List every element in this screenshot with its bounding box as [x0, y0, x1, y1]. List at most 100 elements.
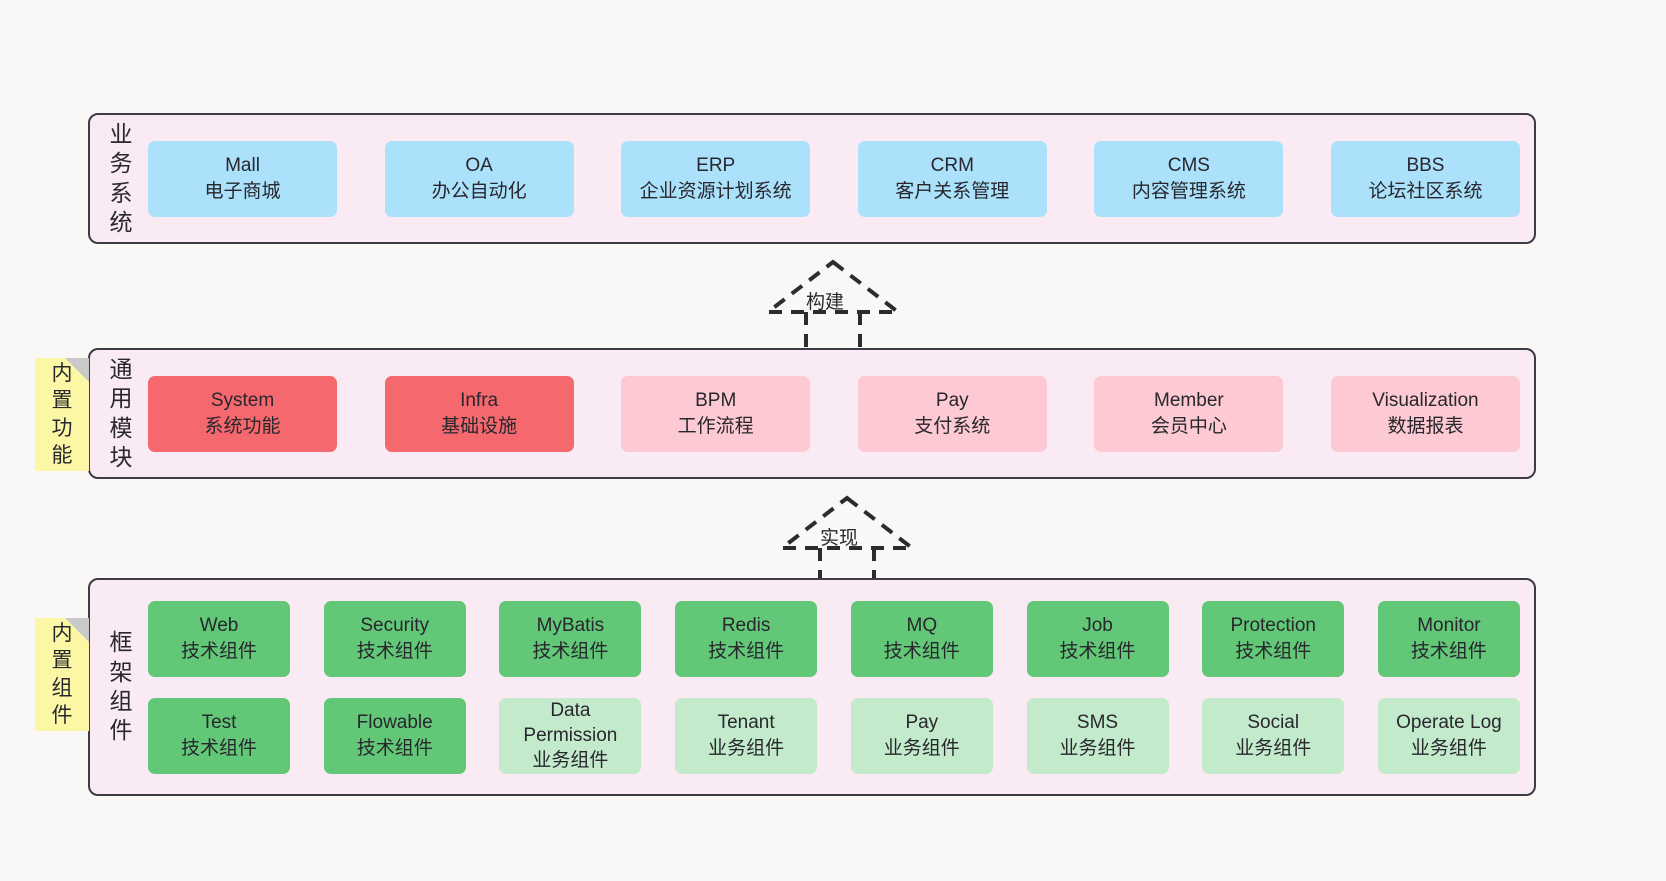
layer-title-char: 组 [109, 688, 133, 714]
card-en-label: BBS [1406, 155, 1445, 177]
card-en-label: OA [465, 155, 493, 177]
card-en-label: Tenant [717, 712, 775, 734]
card-web[interactable]: Web 技术组件 [148, 600, 290, 677]
card-pay[interactable]: Pay 支付系统 [857, 375, 1047, 452]
note-char: 置 [51, 649, 73, 673]
card-en-label: Pay [905, 712, 939, 734]
card-erp[interactable]: ERP 企业资源计划系统 [621, 140, 811, 217]
connector-build: 构建 [748, 256, 918, 352]
card-en-label: Test [201, 712, 237, 734]
card-operate-log[interactable]: Operate Log 业务组件 [1377, 697, 1520, 774]
layer-title-framework-component: 框 架 组 件 [100, 628, 142, 746]
note-builtin-function[interactable]: 内 置 功 能 [35, 358, 89, 471]
card-mq[interactable]: MQ 技术组件 [850, 600, 993, 677]
connector-implement-label: 实现 [820, 528, 859, 549]
card-row: Web 技术组件 Security 技术组件 MyBatis 技术组件 Redi… [148, 600, 1520, 677]
card-en-label: Web [199, 615, 239, 637]
note-char: 能 [51, 443, 73, 467]
card-cn-label: 业务组件 [1410, 737, 1487, 759]
card-en-label: Job [1082, 615, 1113, 637]
layer-title-char: 业 [109, 120, 133, 147]
card-sms[interactable]: SMS 业务组件 [1026, 697, 1169, 774]
layer-title-char: 务 [109, 150, 133, 177]
card-en-label: CRM [930, 155, 974, 177]
card-visualization[interactable]: Visualization 数据报表 [1330, 375, 1520, 452]
card-en-label: CMS [1167, 155, 1210, 177]
card-bbs[interactable]: BBS 论坛社区系统 [1330, 140, 1520, 217]
card-cms[interactable]: CMS 内容管理系统 [1094, 140, 1284, 217]
card-social[interactable]: Social 业务组件 [1202, 697, 1345, 774]
card-cn-label: 业务组件 [883, 737, 960, 759]
note-char: 内 [51, 361, 73, 385]
framework-component-cards: Web 技术组件 Security 技术组件 MyBatis 技术组件 Redi… [142, 580, 1534, 794]
card-cn-label: 技术组件 [356, 640, 433, 662]
business-system-cards: Mall 电子商城 OA 办公自动化 ERP 企业资源计划系统 CRM 客户关系… [142, 115, 1534, 242]
card-bpm[interactable]: BPM 工作流程 [621, 375, 811, 452]
layer-title-common-module: 通 用 模 块 [100, 355, 142, 473]
card-en-label: Data Permission [523, 699, 618, 746]
card-en-label: Redis [721, 615, 771, 637]
layer-title-char: 件 [109, 717, 133, 744]
note-char: 内 [51, 621, 73, 645]
card-cn-label: 业务组件 [1235, 737, 1312, 759]
layer-title-business-system: 业 务 系 统 [100, 120, 142, 238]
card-cn-label: 技术组件 [356, 737, 433, 759]
card-job[interactable]: Job 技术组件 [1026, 600, 1169, 677]
card-en-label: Mall [225, 155, 260, 177]
card-cn-label: 业务组件 [532, 750, 609, 772]
connector-implement: 实现 [762, 492, 932, 588]
card-mall[interactable]: Mall 电子商城 [148, 140, 337, 217]
card-cn-label: 技术组件 [1410, 640, 1487, 662]
card-cn-label: 系统功能 [204, 415, 281, 437]
card-cn-label: 企业资源计划系统 [639, 180, 792, 202]
layer-title-char: 通 [109, 355, 133, 382]
layer-title-char: 框 [109, 629, 133, 656]
card-cn-label: 技术组件 [1235, 640, 1312, 662]
note-char: 功 [51, 416, 73, 440]
card-test[interactable]: Test 技术组件 [148, 697, 290, 774]
card-oa[interactable]: OA 办公自动化 [384, 140, 574, 217]
card-en-label: ERP [696, 155, 736, 177]
card-cn-label: 业务组件 [1059, 737, 1136, 759]
card-security[interactable]: Security 技术组件 [323, 600, 466, 677]
card-en-label: MyBatis [536, 615, 605, 637]
card-infra[interactable]: Infra 基础设施 [384, 375, 574, 452]
card-data-permission[interactable]: Data Permission 业务组件 [499, 697, 642, 774]
card-crm[interactable]: CRM 客户关系管理 [857, 140, 1047, 217]
card-cn-label: 技术组件 [1059, 640, 1136, 662]
layer-title-char: 块 [109, 443, 133, 470]
card-flowable[interactable]: Flowable 技术组件 [323, 697, 466, 774]
card-en-label: Social [1247, 712, 1300, 734]
card-member[interactable]: Member 会员中心 [1094, 375, 1284, 452]
card-en-label: Member [1154, 390, 1224, 412]
card-system[interactable]: System 系统功能 [148, 375, 337, 452]
card-en-label: Flowable [356, 712, 433, 734]
layer-common-module[interactable]: 通 用 模 块 System 系统功能 Infra 基础设施 BPM 工作流程 [88, 348, 1536, 479]
note-char: 组 [51, 676, 73, 700]
layer-framework-component[interactable]: 框 架 组 件 Web 技术组件 Security 技术组件 MyBatis 技… [88, 578, 1536, 796]
card-cn-label: 工作流程 [677, 415, 754, 437]
common-module-cards: System 系统功能 Infra 基础设施 BPM 工作流程 Pay 支付系统… [142, 350, 1534, 477]
card-en-label: Protection [1230, 615, 1316, 637]
note-builtin-component[interactable]: 内 置 组 件 [35, 618, 89, 731]
layer-title-char: 系 [109, 179, 133, 206]
layer-business-system[interactable]: 业 务 系 统 Mall 电子商城 OA 办公自动化 ERP 企业资源计划系统 [88, 113, 1536, 244]
card-en-label: Infra [460, 390, 499, 412]
card-cn-label: 业务组件 [708, 737, 785, 759]
layer-title-char: 模 [109, 414, 133, 441]
card-en-label: Operate Log [1396, 712, 1502, 734]
note-char: 件 [51, 703, 73, 727]
card-cn-label: 论坛社区系统 [1368, 180, 1483, 202]
layer-title-char: 架 [109, 658, 133, 685]
card-pay-business[interactable]: Pay 业务组件 [850, 697, 993, 774]
card-tenant[interactable]: Tenant 业务组件 [675, 697, 818, 774]
layer-title-char: 统 [109, 208, 133, 235]
card-cn-label: 客户关系管理 [895, 180, 1010, 202]
card-cn-label: 数据报表 [1387, 415, 1464, 437]
card-en-label: Monitor [1417, 615, 1481, 637]
card-protection[interactable]: Protection 技术组件 [1202, 600, 1345, 677]
card-monitor[interactable]: Monitor 技术组件 [1377, 600, 1520, 677]
card-mybatis[interactable]: MyBatis 技术组件 [499, 600, 642, 677]
card-redis[interactable]: Redis 技术组件 [675, 600, 818, 677]
